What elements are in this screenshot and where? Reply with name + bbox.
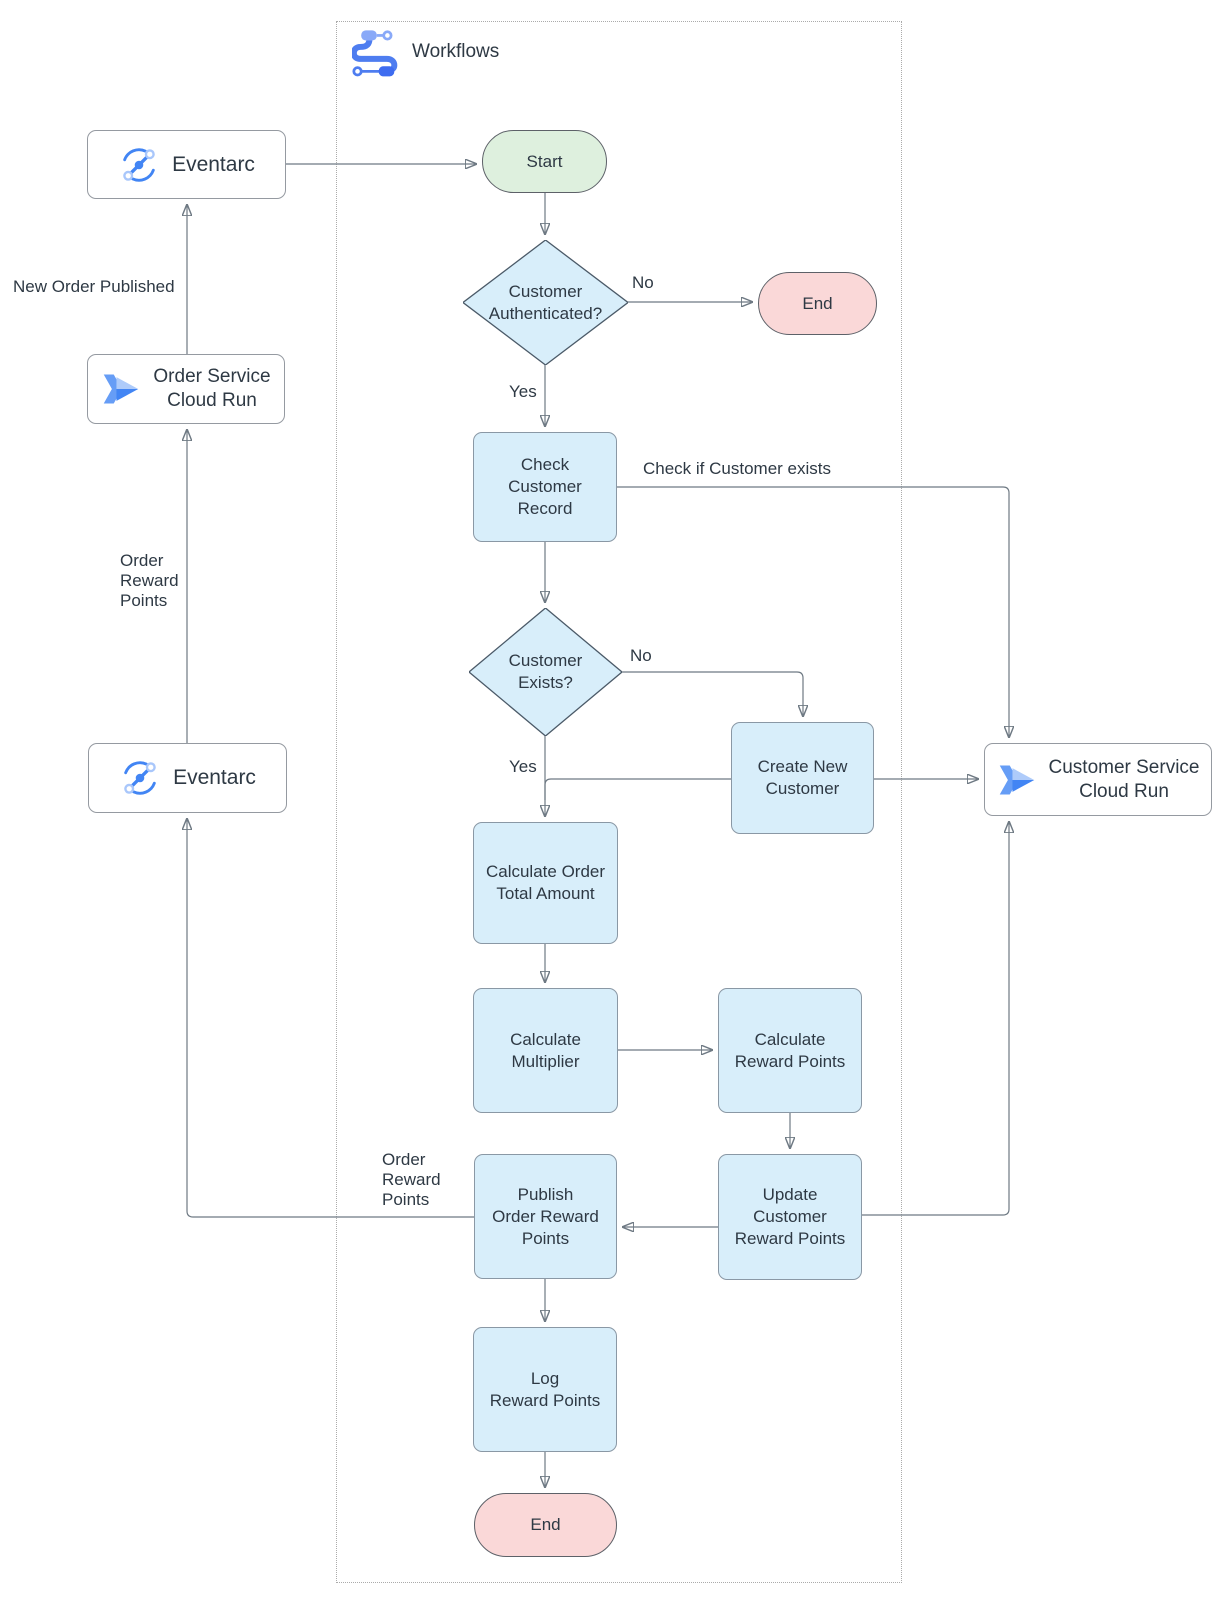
node-check-customer-record: Check Customer Record — [473, 432, 617, 542]
node-label: Log Reward Points — [489, 1368, 601, 1410]
node-label: Eventarc — [172, 152, 255, 176]
node-label: End — [802, 293, 833, 313]
label-order-reward-points-left: Order Reward Points — [120, 551, 179, 610]
node-eventarc-bottom: Eventarc — [88, 743, 287, 813]
node-eventarc-top: Eventarc — [87, 130, 286, 199]
diamond-shape — [463, 240, 628, 365]
node-calculate-multiplier: Calculate Multiplier — [473, 988, 618, 1113]
node-label: Calculate Reward Points — [734, 1029, 846, 1071]
node-label: Start — [526, 151, 563, 171]
node-label: Customer Service Cloud Run — [1048, 756, 1200, 802]
node-end-top: End — [758, 272, 877, 335]
node-label: End — [530, 1515, 561, 1534]
node-label: Update Customer Reward Points — [734, 1185, 846, 1248]
label-exists-no: No — [630, 646, 652, 665]
node-end-bottom: End — [474, 1493, 617, 1557]
node-start: Start — [482, 130, 607, 193]
edge-exists-no-to-create — [622, 671, 803, 716]
cloud-run-icon — [999, 764, 1034, 795]
node-customer-service-cloud-run: Customer Service Cloud Run — [984, 743, 1212, 816]
node-label: Publish Order Reward Points — [492, 1184, 599, 1248]
node-label: Create New Customer — [757, 757, 848, 798]
workflows-container — [336, 21, 902, 1583]
edge-create-merge-left — [544, 778, 731, 800]
label-check-if-customer-exists: Check if Customer exists — [643, 459, 831, 478]
label-auth-yes: Yes — [509, 382, 537, 401]
node-label: Customer Exists? — [508, 651, 583, 692]
node-order-service-cloud-run: Order Service Cloud Run — [87, 354, 285, 424]
node-publish-order-reward-points: Publish Order Reward Points — [474, 1154, 617, 1279]
node-calculate-reward-points: Calculate Reward Points — [718, 988, 862, 1113]
node-label: Check Customer Record — [508, 455, 582, 518]
diamond-shape — [469, 608, 622, 736]
node-create-new-customer: Create New Customer — [731, 722, 874, 834]
edge-check-to-customer-service — [617, 486, 1009, 737]
node-update-customer-reward-points: Update Customer Reward Points — [718, 1154, 862, 1280]
node-label: Eventarc — [173, 766, 256, 789]
node-log-reward-points: Log Reward Points — [473, 1327, 617, 1452]
label-exists-yes: Yes — [509, 757, 537, 776]
node-label: Calculate Order Total Amount — [485, 862, 606, 903]
diagram-title: Workflows — [412, 41, 500, 62]
eventarc-icon — [124, 761, 156, 795]
eventarc-icon — [123, 147, 155, 182]
edge-publish-to-eventarc — [187, 819, 474, 1218]
node-label: Order Service Cloud Run — [153, 366, 271, 411]
label-auth-no: No — [632, 273, 654, 292]
node-label: Calculate Multiplier — [510, 1029, 581, 1071]
workflows-header: Workflows — [352, 27, 499, 77]
label-new-order-published: New Order Published — [13, 277, 175, 296]
decision-customer-exists: Customer Exists? — [469, 608, 622, 736]
label-order-reward-points-mid: Order Reward Points — [382, 1150, 441, 1209]
node-calculate-order-total: Calculate Order Total Amount — [473, 822, 618, 944]
node-label: Customer Authenticated? — [488, 281, 603, 323]
workflows-icon — [352, 30, 398, 77]
edge-update-to-customer-service — [862, 822, 1009, 1216]
cloud-run-icon — [104, 374, 139, 404]
decision-customer-authenticated: Customer Authenticated? — [463, 240, 628, 365]
